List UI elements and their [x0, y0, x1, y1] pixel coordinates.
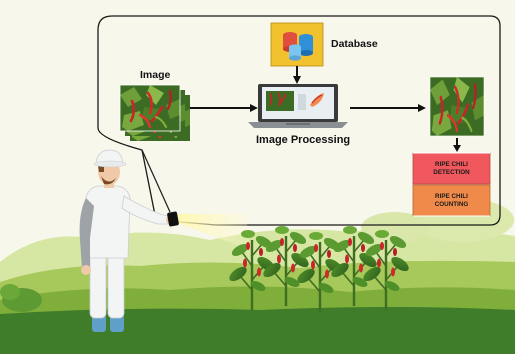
input-image-stack	[118, 83, 192, 143]
output-detection-line2: DETECTION	[433, 168, 470, 176]
light-beam	[176, 214, 250, 250]
database-label: Database	[331, 38, 378, 50]
output-detection: RIPE CHILI DETECTION	[413, 153, 490, 184]
arrow-database-to-processing	[293, 66, 301, 84]
arrow-result-to-outputs	[453, 138, 461, 152]
image-processing-label: Image Processing	[256, 134, 351, 146]
laptop-icon	[248, 84, 348, 128]
output-detection-line1: RIPE CHILI	[435, 160, 468, 168]
arrow-image-to-processing	[190, 104, 258, 112]
process-frame	[97, 15, 501, 226]
farmer-figure	[79, 149, 174, 332]
result-image-icon	[428, 75, 486, 138]
output-counting-line2: COUNTING	[434, 200, 469, 208]
arrow-processing-to-result	[350, 104, 426, 112]
output-counting: RIPE CHILI COUNTING	[413, 185, 490, 216]
image-label: Image	[140, 69, 171, 81]
flashlight-icon	[167, 211, 179, 227]
database-icon	[270, 22, 324, 67]
output-counting-line1: RIPE CHILI	[435, 192, 468, 200]
